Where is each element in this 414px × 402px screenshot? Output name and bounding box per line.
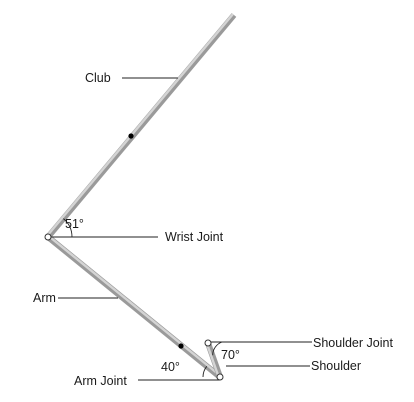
club-segment (45, 13, 237, 239)
angle-label-shoulder: 70° (221, 348, 240, 362)
arm-joint-node (216, 373, 224, 381)
wrist-joint-label: Wrist Joint (165, 230, 224, 244)
arm-segment (46, 234, 222, 380)
shoulder-label: Shoulder (311, 359, 361, 373)
arm-angle-arc (202, 366, 208, 378)
wrist-angle-arc (63, 218, 73, 238)
arm-label: Arm (33, 291, 56, 305)
shoulder-joint-label: Shoulder Joint (313, 336, 393, 350)
club-marker-dot (128, 133, 134, 139)
club-label: Club (85, 71, 111, 85)
arm-joint-label: Arm Joint (74, 374, 127, 388)
shoulder-segment (205, 342, 223, 378)
shoulder-joint-node (204, 339, 212, 347)
angle-label-wrist: 51° (65, 217, 84, 231)
angle-label-arm: 40° (161, 360, 180, 374)
shoulder-angle-arc (212, 341, 223, 356)
wrist-joint-node (44, 233, 52, 241)
arm-marker-dot (178, 343, 184, 349)
